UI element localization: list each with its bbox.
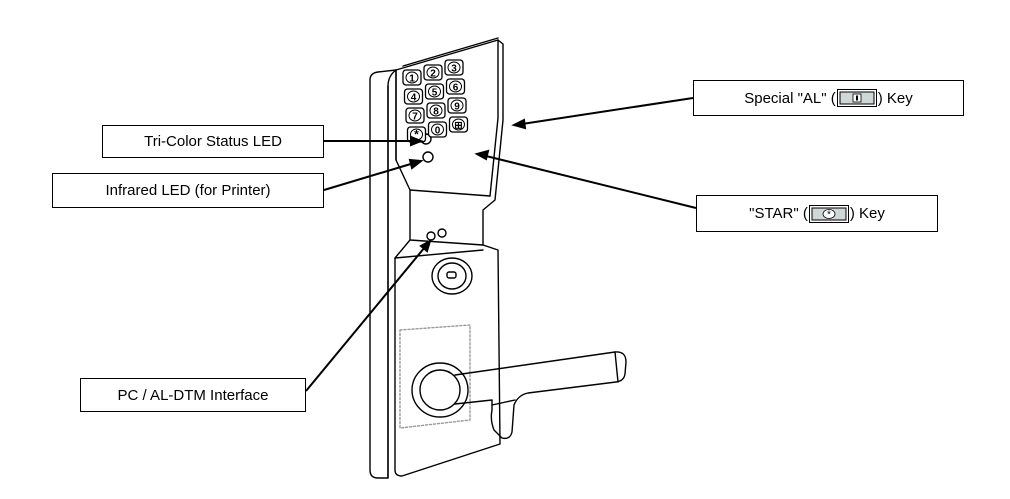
al-key-icon [836,89,877,107]
keypad-key-1: 1 [402,69,422,86]
special-key-suffix: ) Key [877,89,913,107]
keypad-key-label: 7 [412,112,418,123]
infrared-led-text: Infrared LED (for Printer) [105,182,271,199]
keypad-key-label: 3 [451,64,457,75]
lever-rose [411,362,469,418]
cylinder-outer [431,257,473,295]
back-plate [369,69,397,479]
label-panel [399,324,471,429]
leader-infrared [323,162,415,191]
leader-star [485,155,697,209]
leader-special [521,97,694,125]
keypad-key-7: 7 [405,107,425,124]
keypad-key-3: 3 [444,59,464,76]
star-key-icon: * [808,204,849,223]
lower-trim [394,239,501,477]
special-key-prefix: Special "AL" ( [744,89,836,107]
interface-dot-2 [437,228,447,238]
keypad: 1 2 3 4 5 6 7 8 9 * 0 ⊞ [402,59,469,143]
keypad-key-5: 5 [424,83,445,100]
cylinder-inner [437,262,467,290]
pc-interface-label: PC / AL-DTM Interface [80,378,306,412]
keypad-key-0: 0 [427,121,448,138]
keypad-key-label: 6 [453,83,459,94]
special-al-key-label: Special "AL" ( ) Key [693,80,964,116]
keypad-key-9: 9 [447,97,467,114]
star-key-suffix: ) Key [849,205,885,222]
keypad-key-label: 4 [411,93,417,104]
keypad-key-label: 2 [430,69,436,80]
infrared-led [422,151,434,163]
tri-color-led-text: Tri-Color Status LED [144,133,282,150]
keypad-key-al: ⊞ [448,116,469,133]
leader-pc [305,246,426,392]
keypad-key-6: 6 [445,78,466,95]
keypad-key-label: 9 [454,102,460,113]
keypad-key-label: ⊞ [454,121,462,132]
star-key-prefix: "STAR" ( [749,205,808,222]
keypad-key-label: * [414,128,419,142]
keypad-key-8: 8 [426,102,446,119]
keypad-key-4: 4 [403,88,424,105]
keypad-key-label: 8 [433,107,439,118]
tri-color-led-label: Tri-Color Status LED [102,125,324,158]
keypad-housing [395,39,504,246]
keypad-key-label: 1 [409,74,415,85]
infrared-led-label: Infrared LED (for Printer) [52,173,324,208]
keypad-key-2: 2 [423,64,443,81]
lever-arm [454,351,627,440]
svg-text:*: * [827,209,831,220]
star-key-label: "STAR" ( * ) Key [696,195,938,232]
interface-dot-1 [426,231,436,241]
keypad-key-label: 0 [435,126,441,137]
keypad-key-label: 5 [432,88,438,99]
pc-interface-text: PC / AL-DTM Interface [117,386,269,404]
